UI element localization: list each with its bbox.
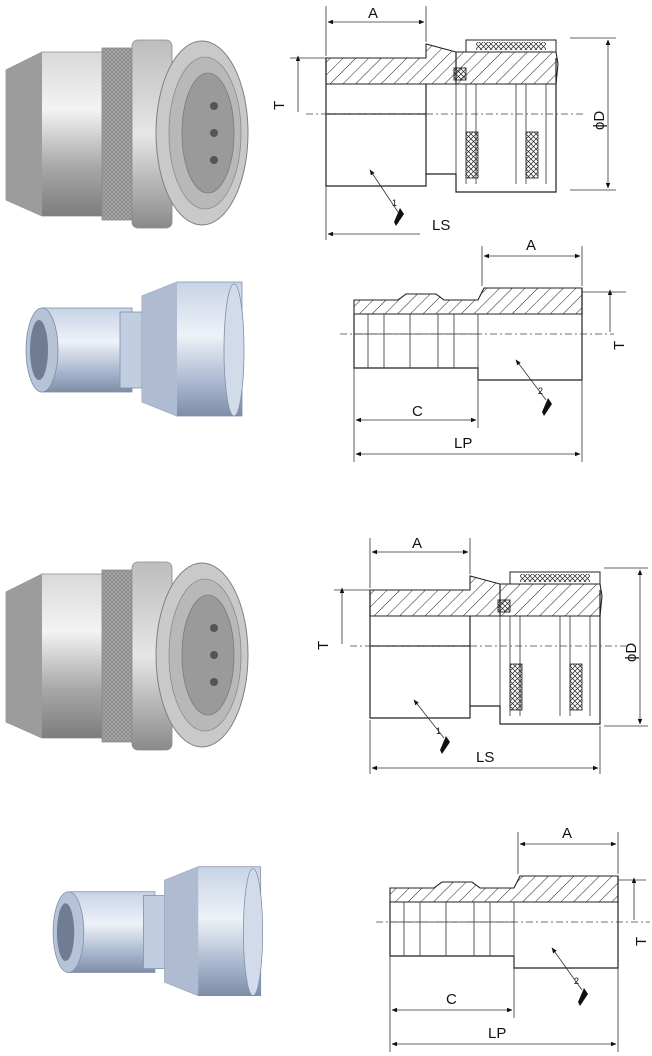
female-socket-coupler-photo (5, 39, 249, 229)
callout-mark-1: 1 (392, 198, 397, 208)
dim-label-c: C (412, 403, 423, 420)
dim-label-lp: LP (488, 1025, 506, 1042)
plug-section-drawing: A T C LP 2 (375, 825, 651, 1052)
dim-label-t: T (611, 341, 628, 350)
callout-mark-2: 2 (574, 976, 579, 986)
dim-label-lp: LP (454, 435, 472, 452)
plug-section-drawing: A T C LP 2 (339, 237, 628, 462)
dim-label-t: T (633, 937, 650, 946)
socket-section-drawing: A T ϕD LS 1 (315, 535, 648, 774)
socket-section-drawing: A T ϕD LS 1 (271, 5, 616, 240)
callout-mark-1: 1 (436, 726, 441, 736)
dim-label-ls: LS (432, 217, 450, 234)
dim-label-phi-d: ϕD (623, 643, 640, 662)
male-plug-nipple-photo (25, 281, 245, 417)
dim-label-t: T (315, 641, 332, 650)
dim-label-t: T (271, 101, 288, 110)
dim-label-c: C (446, 991, 457, 1008)
dim-label-ls: LS (476, 749, 494, 766)
dim-label-a: A (526, 237, 536, 254)
dim-label-a: A (562, 825, 572, 842)
dim-label-phi-d: ϕD (591, 111, 608, 130)
dim-label-a: A (412, 535, 422, 552)
callout-mark-2: 2 (538, 386, 543, 396)
male-plug-nipple-photo (52, 866, 264, 997)
female-socket-coupler-photo (5, 561, 249, 751)
dim-label-a: A (368, 5, 378, 22)
